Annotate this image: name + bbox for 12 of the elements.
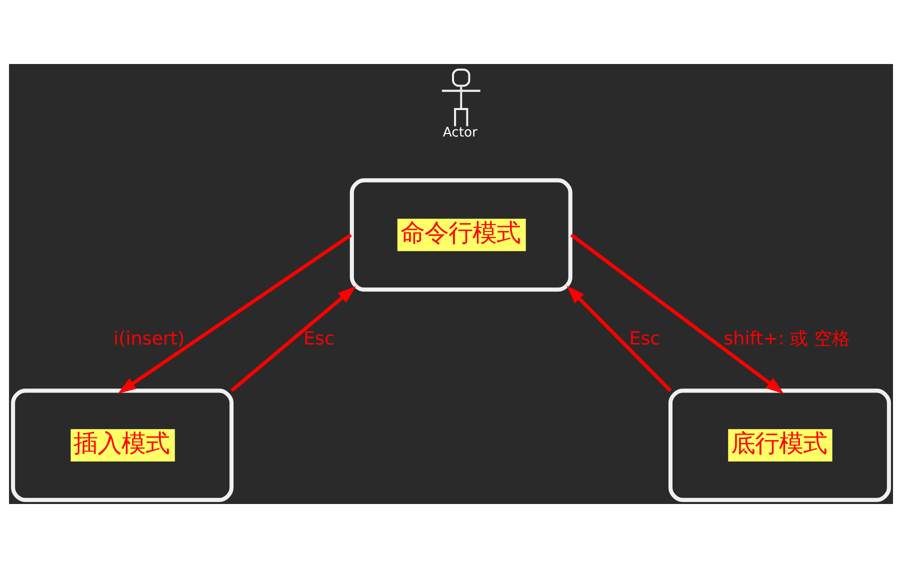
edge-label: Esc <box>628 328 660 350</box>
arrow <box>117 233 352 394</box>
node-box: 底行模式 <box>668 388 890 502</box>
node-box: 命令行模式 <box>349 178 572 292</box>
edge-label: shift+: 或 空格 <box>723 328 850 350</box>
node-label: Actor <box>442 126 477 141</box>
node-box: 插入模式 <box>10 388 234 502</box>
arrow <box>570 234 784 394</box>
edge-label: i(insert) <box>113 328 184 350</box>
edge-label: Esc <box>303 328 334 350</box>
arrow <box>230 286 356 392</box>
arrow <box>566 286 672 392</box>
